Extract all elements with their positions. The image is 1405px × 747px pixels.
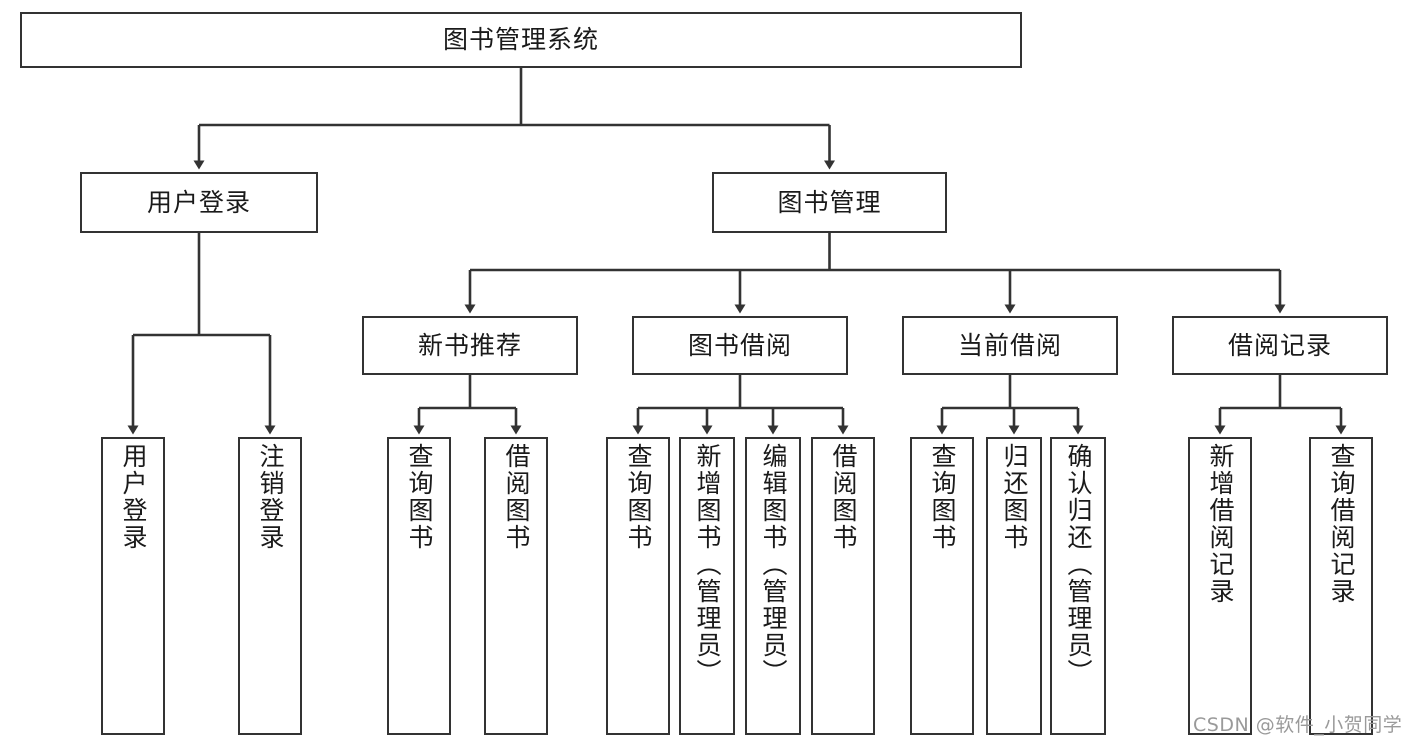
leaf-node-label: 新增借阅记录 (1206, 443, 1235, 605)
watermark-credit: CSDN @软件_小贺同学 (1193, 714, 1403, 736)
node-book-management[interactable]: 图书管理 (712, 172, 947, 233)
leaf-node-label: 查询图书 (405, 443, 434, 551)
leaf-node[interactable]: 用户登录 (101, 437, 165, 735)
node-book-borrow[interactable]: 图书借阅 (632, 316, 848, 375)
leaf-node-label: 确认归还（管理员） (1064, 443, 1093, 686)
node-user-login[interactable]: 用户登录 (80, 172, 318, 233)
leaf-node-label: 借阅图书 (829, 443, 858, 551)
node-new-book-recommend-label: 新书推荐 (417, 330, 522, 360)
leaf-node-label: 注销登录 (256, 443, 285, 551)
leaf-node-label: 编辑图书（管理员） (759, 443, 788, 686)
node-borrow-record-label: 借阅记录 (1227, 330, 1332, 360)
leaf-node-label: 归还图书 (1000, 443, 1029, 551)
leaf-node[interactable]: 新增图书（管理员） (679, 437, 735, 735)
leaf-node-label: 查询图书 (624, 443, 653, 551)
node-current-borrow-label: 当前借阅 (957, 330, 1062, 360)
leaf-node[interactable]: 归还图书 (986, 437, 1042, 735)
leaf-node-label: 新增图书（管理员） (693, 443, 722, 686)
node-borrow-record[interactable]: 借阅记录 (1172, 316, 1388, 375)
node-root[interactable]: 图书管理系统 (20, 12, 1022, 68)
leaf-node[interactable]: 新增借阅记录 (1188, 437, 1252, 735)
leaf-node[interactable]: 查询图书 (606, 437, 670, 735)
leaf-node[interactable]: 查询图书 (910, 437, 974, 735)
leaf-node-label: 用户登录 (119, 443, 148, 551)
node-book-management-label: 图书管理 (777, 187, 882, 217)
leaf-node[interactable]: 查询图书 (387, 437, 451, 735)
node-book-borrow-label: 图书借阅 (687, 330, 792, 360)
node-new-book-recommend[interactable]: 新书推荐 (362, 316, 578, 375)
node-root-label: 图书管理系统 (442, 25, 599, 55)
leaf-node-label: 查询图书 (928, 443, 957, 551)
leaf-node[interactable]: 查询借阅记录 (1309, 437, 1373, 735)
leaf-node[interactable]: 借阅图书 (484, 437, 548, 735)
leaf-node[interactable]: 注销登录 (238, 437, 302, 735)
node-current-borrow[interactable]: 当前借阅 (902, 316, 1118, 375)
leaf-node-label: 借阅图书 (502, 443, 531, 551)
node-user-login-label: 用户登录 (146, 187, 251, 217)
leaf-node-label: 查询借阅记录 (1327, 443, 1356, 605)
leaf-node[interactable]: 确认归还（管理员） (1050, 437, 1106, 735)
leaf-node[interactable]: 编辑图书（管理员） (745, 437, 801, 735)
leaf-node[interactable]: 借阅图书 (811, 437, 875, 735)
